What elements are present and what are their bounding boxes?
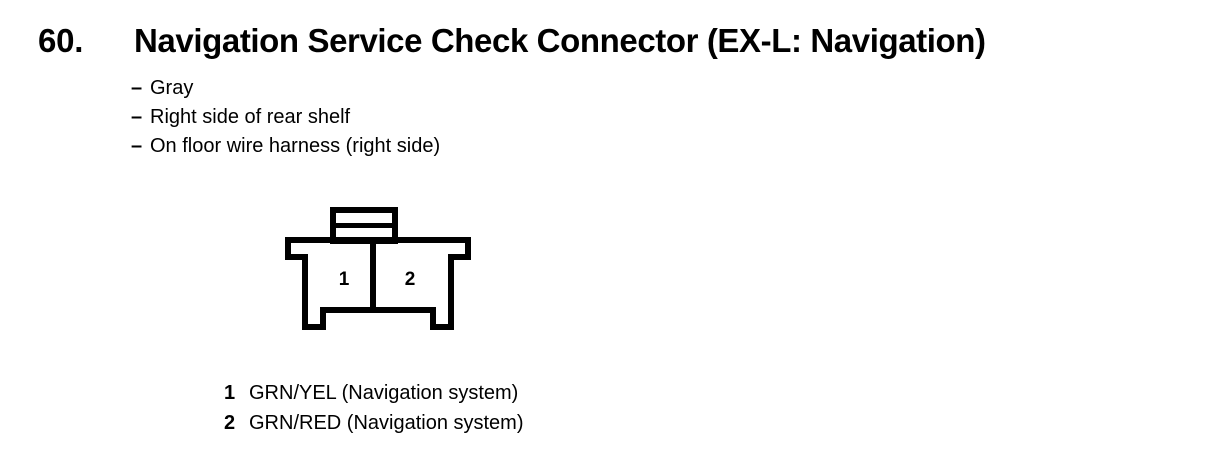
connector-body-outline [285,237,471,330]
pin-legend: 1 GRN/YEL (Navigation system) 2 GRN/RED (N… [224,378,924,438]
pin-legend-description: GRN/RED (Navigation system) [249,412,524,434]
list-item-label: On floor wire harness (right side) [150,135,441,157]
list-item: 2 GRN/RED (Navigation system) [224,408,924,438]
heading-item-number: 60. [38,22,84,59]
list-item-label: Right side of rear shelf [150,106,351,128]
cavity-label-1: 1 [339,269,350,290]
connector-outline-icon: 1 2 [285,207,471,330]
connector-diagram: 1 2 [285,205,480,335]
dash-bullet-icon: – [131,135,143,157]
page-title: Navigation Service Check Connector (EX-L… [134,22,986,59]
list-item: 1 GRN/YEL (Navigation system) [224,378,924,408]
list-item: –Right side of rear shelf [131,103,831,132]
dash-bullet-icon: – [131,77,143,99]
list-item-label: Gray [150,77,194,99]
pin-legend-number: 2 [224,412,236,434]
pin-legend-number: 1 [224,382,236,404]
list-item: –Gray [131,74,831,103]
page-heading: 60. Navigation Service Check Connector (… [0,20,1216,64]
pin-legend-description: GRN/YEL (Navigation system) [249,382,519,404]
dash-bullet-icon: – [131,106,143,128]
list-item: –On floor wire harness (right side) [131,132,831,161]
connector-spec-list: –Gray –Right side of rear shelf –On floo… [131,74,831,161]
cavity-label-2: 2 [405,269,416,290]
